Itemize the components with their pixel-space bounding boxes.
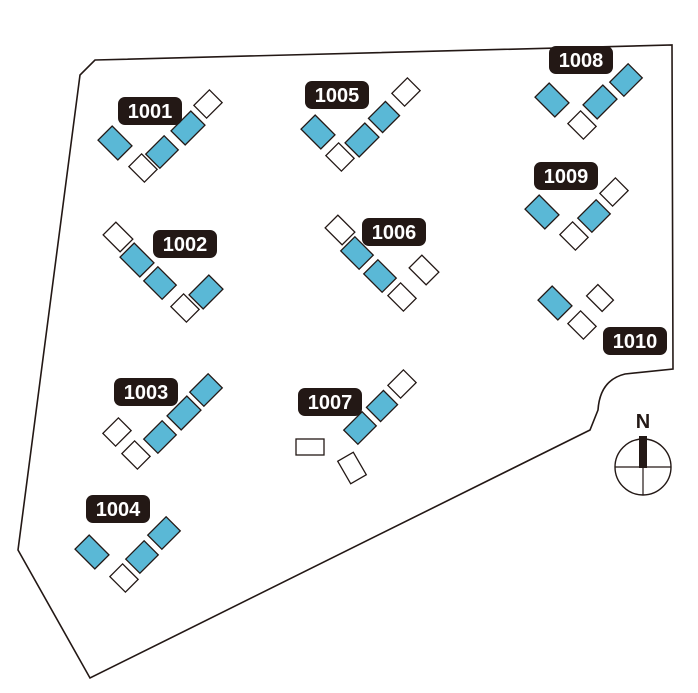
compass-needle-icon (639, 436, 647, 468)
building-unit-1007-5 (386, 368, 418, 400)
block-1009-label-text: 1009 (544, 166, 589, 188)
block-1001-label-text: 1001 (128, 101, 173, 123)
block-1003-label-text: 1003 (124, 382, 169, 404)
building-group-1009[interactable] (524, 176, 630, 252)
building-unit-1005-2 (324, 141, 356, 173)
building-group-1002[interactable] (102, 221, 224, 324)
block-1005-label-text: 1005 (315, 85, 360, 107)
highlighted-unit-1009-3 (576, 198, 612, 234)
building-unit-1010-2 (566, 309, 598, 341)
building-unit-1004-2 (108, 562, 140, 594)
building-unit-1010-3 (585, 283, 615, 313)
highlighted-unit-1003-5 (188, 372, 224, 408)
block-1006-label[interactable]: 1006 (362, 218, 426, 246)
building-unit-1003-2 (120, 439, 152, 471)
building-unit-1001-2 (127, 152, 159, 184)
building-group-1010[interactable] (537, 283, 615, 341)
highlighted-unit-1001-3 (144, 134, 180, 170)
building-unit-1001-5 (192, 88, 224, 120)
block-1009-label[interactable]: 1009 (534, 162, 598, 190)
highlighted-unit-1003-4 (166, 395, 202, 431)
highlighted-unit-1008-3 (582, 84, 618, 120)
highlighted-unit-1002-5 (188, 274, 224, 310)
site-boundary (17, 44, 674, 680)
building-group-1005[interactable] (300, 76, 422, 173)
building-unit-1006-4 (386, 281, 418, 313)
building-unit-1005-5 (390, 76, 422, 108)
highlighted-unit-1008-1 (534, 82, 570, 118)
highlighted-unit-1007-3 (342, 410, 378, 446)
block-1008-label-text: 1008 (559, 50, 604, 72)
block-1002-label-text: 1002 (163, 234, 208, 256)
block-1007-label[interactable]: 1007 (298, 388, 362, 416)
block-1004-label-text: 1004 (96, 499, 141, 521)
highlighted-unit-1007-4 (365, 389, 399, 423)
highlighted-unit-1006-2 (339, 235, 375, 271)
block-1002-label[interactable]: 1002 (153, 230, 217, 258)
building-unit-1002-4 (169, 292, 201, 324)
building-group-1003[interactable] (101, 372, 224, 471)
block-1004-label[interactable]: 1004 (86, 495, 150, 523)
building-group-1008[interactable] (534, 62, 644, 141)
highlighted-unit-1009-1 (524, 194, 560, 230)
block-labels-layer: 1001 1002 1003 1004 1005 1006 1007 1008 (86, 46, 667, 523)
highlighted-unit-1005-4 (367, 100, 401, 134)
building-unit-1003-1 (101, 416, 133, 448)
building-unit-1008-2 (566, 109, 598, 141)
highlighted-unit-1004-4 (146, 515, 182, 551)
highlighted-unit-1002-2 (119, 242, 155, 278)
building-group-1004[interactable] (74, 515, 182, 594)
highlighted-unit-1004-3 (124, 539, 160, 575)
highlighted-unit-1010-1 (537, 285, 573, 321)
highlighted-unit-1008-4 (608, 62, 644, 98)
building-unit-1006-1 (324, 214, 356, 246)
building-unit-1009-2 (558, 220, 590, 252)
building-unit-1007-1 (295, 438, 325, 456)
building-unit-1009-4 (598, 176, 630, 208)
building-group-1007[interactable] (295, 368, 418, 485)
highlighted-unit-1005-1 (300, 114, 336, 150)
highlighted-unit-1001-1 (97, 125, 133, 161)
block-1001-label[interactable]: 1001 (118, 97, 182, 125)
compass-north-label: N (636, 411, 650, 433)
building-unit-1006-5 (408, 254, 440, 286)
block-1010-label-text: 1010 (613, 331, 658, 353)
block-1005-label[interactable]: 1005 (305, 81, 369, 109)
highlighted-unit-1004-1 (74, 534, 110, 570)
block-1008-label[interactable]: 1008 (549, 46, 613, 74)
highlighted-unit-1005-3 (344, 122, 380, 158)
buildings-layer (74, 62, 644, 594)
block-1003-label[interactable]: 1003 (114, 378, 178, 406)
north-compass: N (614, 411, 672, 496)
building-unit-1007-2 (336, 451, 368, 485)
highlighted-unit-1003-3 (142, 419, 178, 455)
block-1007-label-text: 1007 (308, 392, 353, 414)
highlighted-unit-1002-3 (142, 265, 178, 301)
block-1006-label-text: 1006 (372, 222, 417, 244)
highlighted-unit-1006-3 (362, 258, 398, 294)
building-unit-1002-1 (102, 221, 134, 253)
block-1010-label[interactable]: 1010 (603, 327, 667, 355)
building-group-1006[interactable] (324, 214, 440, 313)
